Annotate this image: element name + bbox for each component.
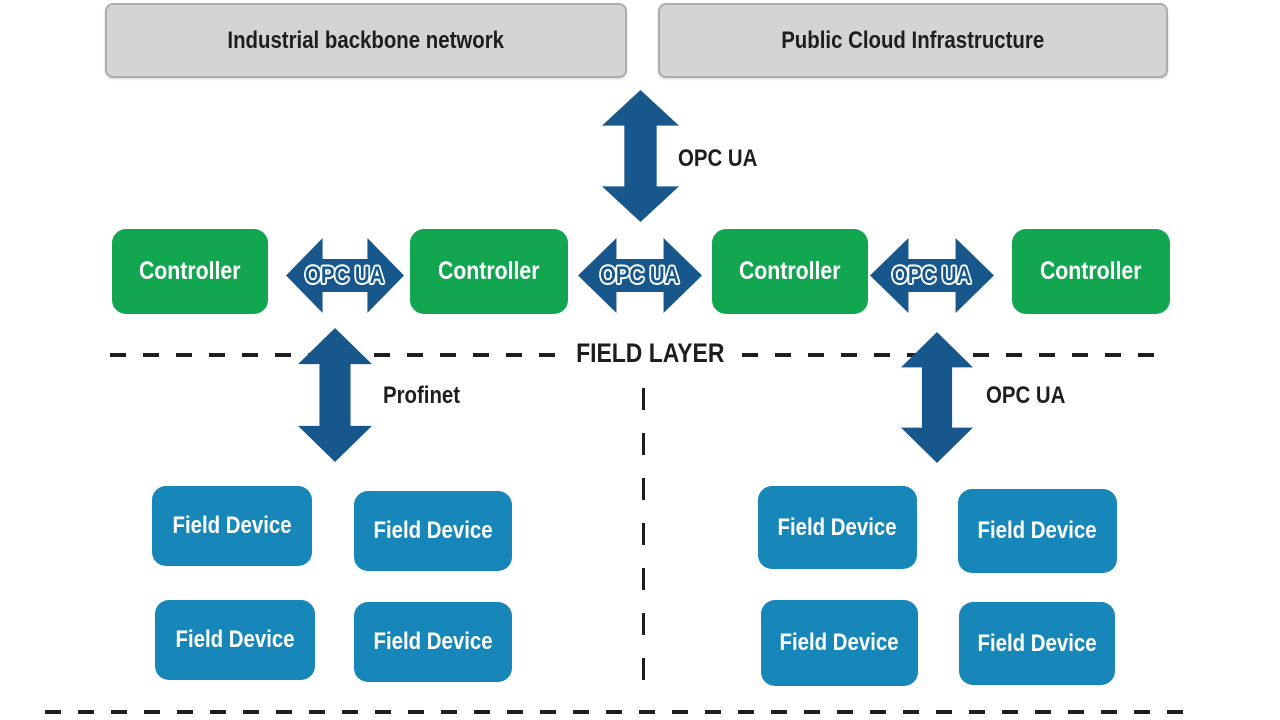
- industrial-backbone-network-label: Industrial backbone network: [227, 26, 505, 54]
- opc-ua-arrow-label: OPC UA: [600, 261, 680, 289]
- industrial-backbone-network-box: Industrial backbone network: [105, 3, 627, 78]
- bottom-dashed-line: [45, 710, 1190, 714]
- public-cloud-infrastructure-box: Public Cloud Infrastructure: [658, 3, 1168, 78]
- field-device-box-right-2: Field Device: [958, 489, 1117, 573]
- field-device-label: Field Device: [977, 517, 1098, 544]
- field-layer-label: FIELD LAYER: [575, 338, 725, 368]
- controller-box-3: Controller: [712, 229, 868, 314]
- controller-label: Controller: [438, 257, 540, 285]
- opc-ua-arrow-label: OPC UA: [892, 261, 972, 289]
- field-device-box-right-1: Field Device: [758, 486, 917, 569]
- opc-ua-arrow-label: OPC UA: [305, 261, 385, 289]
- opc-ua-label-top: OPC UA: [678, 145, 758, 172]
- controller-label: Controller: [1040, 257, 1142, 285]
- field-device-label: Field Device: [175, 626, 295, 653]
- field-device-box-left-4: Field Device: [354, 602, 512, 682]
- field-device-box-right-4: Field Device: [959, 602, 1115, 685]
- double-arrow-vertical-icon: [602, 90, 679, 222]
- field-device-label: Field Device: [977, 629, 1097, 657]
- controller-label: Controller: [739, 257, 841, 285]
- field-device-label: Field Device: [172, 512, 292, 539]
- controller-box-1: Controller: [112, 229, 268, 314]
- controller-label: Controller: [139, 257, 241, 285]
- controller-box-4: Controller: [1012, 229, 1170, 314]
- field-device-box-right-3: Field Device: [761, 600, 918, 686]
- field-device-label: Field Device: [777, 513, 898, 541]
- profinet-double-arrow-vertical-icon: [298, 328, 372, 462]
- field-groups-divider-dashed-line: [642, 388, 645, 694]
- field-device-label: Field Device: [779, 629, 900, 656]
- field-device-box-left-2: Field Device: [354, 491, 512, 571]
- opc-ua-arrow-between-controllers-1: OPC UA: [286, 238, 404, 313]
- profinet-label: Profinet: [383, 382, 461, 409]
- opc-ua-label-right: OPC UA: [986, 382, 1066, 409]
- field-device-label: Field Device: [373, 628, 493, 655]
- opc-ua-arrow-between-controllers-3: OPC UA: [870, 238, 994, 313]
- opc-ua-arrow-between-controllers-2: OPC UA: [578, 238, 702, 313]
- field-device-box-left-1: Field Device: [152, 486, 312, 566]
- controller-box-2: Controller: [410, 229, 568, 314]
- opc-ua-double-arrow-vertical-icon: [901, 332, 973, 463]
- field-device-label: Field Device: [373, 517, 493, 544]
- field-device-box-left-3: Field Device: [155, 600, 315, 680]
- public-cloud-infrastructure-label: Public Cloud Infrastructure: [781, 26, 1045, 54]
